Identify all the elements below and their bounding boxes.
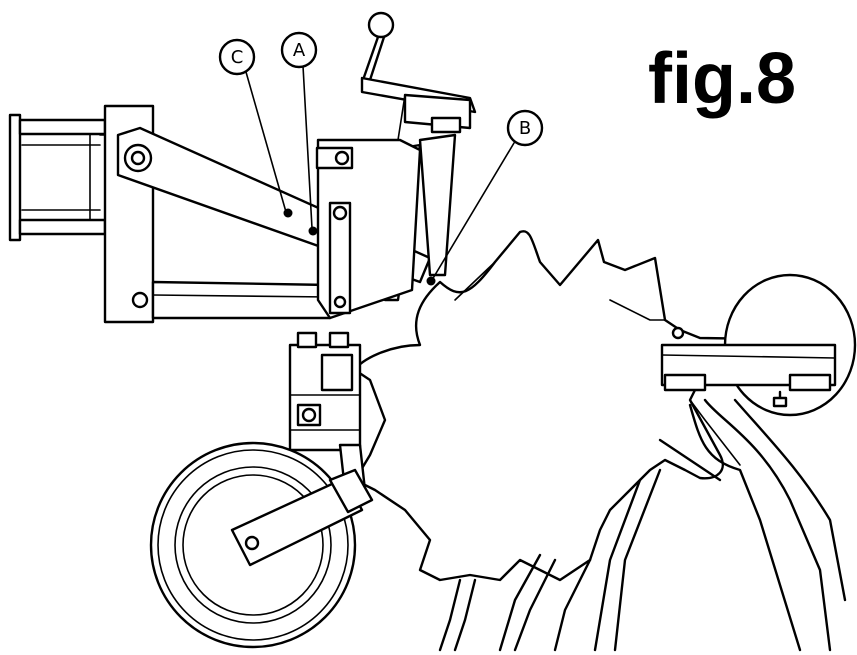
point-a-marker: [308, 226, 318, 236]
shanks: [438, 398, 847, 652]
point-c-marker: [283, 208, 293, 218]
callout-c: C: [218, 38, 256, 76]
gauge-wheel-assembly: [149, 331, 374, 649]
callout-leaders: [245, 65, 515, 286]
callout-a-label: A: [293, 40, 306, 61]
callout-a: A: [280, 31, 318, 69]
callout-b: B: [506, 109, 544, 147]
callout-b-label: B: [519, 118, 531, 139]
callout-c-label: C: [231, 47, 244, 68]
point-b-marker: [426, 276, 436, 286]
mid-bracket: [315, 138, 422, 320]
right-wheel: [660, 273, 857, 417]
figure-title: fig.8: [648, 39, 796, 119]
serrated-blade: [353, 230, 837, 582]
